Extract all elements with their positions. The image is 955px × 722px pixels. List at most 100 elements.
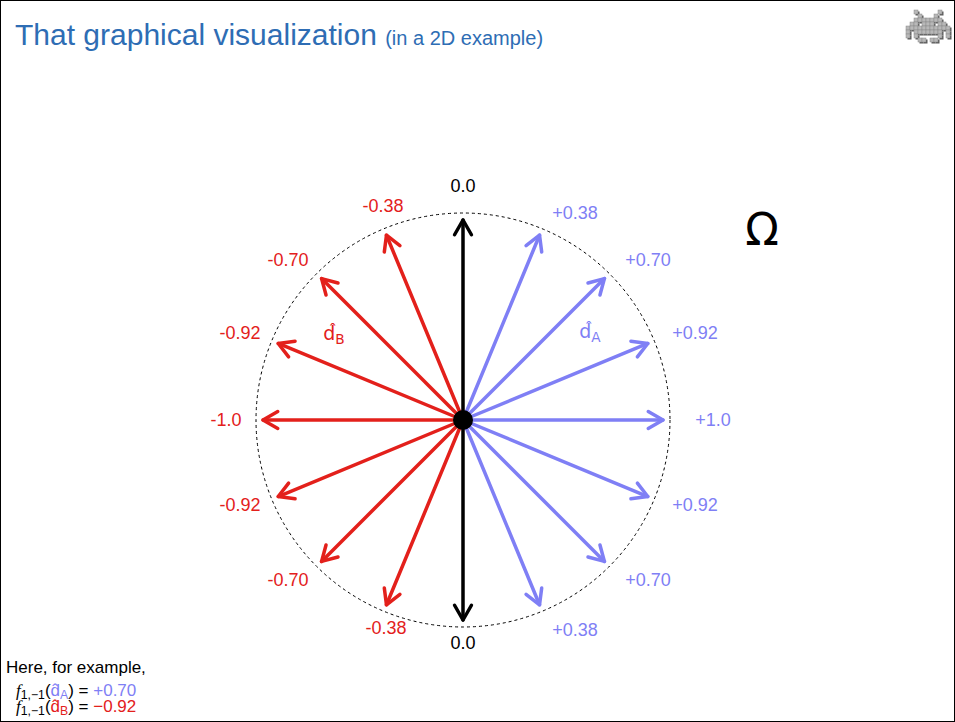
value-label: -0.92 — [219, 495, 260, 516]
pixel — [930, 22, 934, 26]
pixel — [922, 30, 926, 34]
direction-arrow — [463, 343, 648, 420]
value-label: 0.0 — [450, 176, 475, 197]
direction-arrow — [461, 420, 465, 620]
pixel — [914, 22, 918, 26]
pixel — [938, 10, 942, 14]
pixel — [906, 34, 910, 38]
value-label: +0.70 — [625, 570, 671, 591]
pixel — [930, 18, 934, 22]
vector-label: d̂B — [323, 323, 344, 348]
arrow-head — [384, 588, 400, 605]
value-label: +1.0 — [695, 410, 731, 431]
pixel — [910, 22, 914, 26]
pixel — [934, 30, 938, 34]
vector-label: d̂A — [579, 321, 600, 346]
set-symbol: Ω — [745, 205, 779, 256]
note-text: Here, for example, — [6, 658, 146, 678]
formula-text: f1,−1(d̂B) = −0.92 — [16, 697, 136, 718]
arrow-head — [588, 279, 604, 295]
direction-arrow — [322, 420, 463, 561]
direction-arrows — [263, 220, 663, 620]
value-label: +0.92 — [672, 323, 718, 344]
pixel — [934, 14, 938, 18]
arrow-head — [322, 545, 338, 561]
value-label: -0.70 — [267, 570, 308, 591]
value-label: -1.0 — [210, 410, 241, 431]
pixel — [934, 38, 938, 42]
pixel — [926, 18, 930, 22]
direction-arrow — [463, 279, 604, 420]
direction-arrow — [278, 343, 463, 420]
pixel — [906, 26, 910, 30]
arrow-head — [648, 412, 663, 429]
pixel — [942, 22, 946, 26]
pixel — [918, 38, 922, 42]
pixel — [910, 26, 914, 30]
value-label: -0.70 — [267, 250, 308, 271]
pixel — [938, 34, 942, 38]
arrow-head — [278, 341, 295, 357]
arrow-head — [263, 412, 278, 429]
arrow-head — [526, 588, 542, 605]
pixel — [914, 26, 918, 30]
value-label: -0.92 — [219, 323, 260, 344]
arrow-head — [631, 483, 648, 499]
value-label: -0.38 — [362, 196, 403, 217]
direction-arrow — [461, 220, 465, 420]
arrow-head — [588, 545, 604, 561]
origin-dot — [453, 410, 473, 430]
pixel — [922, 22, 926, 26]
pixel — [914, 10, 918, 14]
pixel — [926, 22, 930, 26]
arrow-head — [278, 483, 295, 499]
pixel — [922, 18, 926, 22]
pixel — [918, 18, 922, 22]
pixel — [922, 38, 926, 42]
arrow-head — [455, 220, 472, 235]
pixel — [946, 30, 950, 34]
pixel — [938, 26, 942, 30]
pixel — [906, 30, 910, 34]
value-label: -0.38 — [365, 618, 406, 639]
pixel — [946, 26, 950, 30]
direction-arrow — [463, 420, 540, 605]
pixel — [914, 18, 918, 22]
arrow-head — [455, 605, 472, 620]
space-invader-icon — [906, 10, 952, 44]
value-label: +0.70 — [625, 250, 671, 271]
pixel — [930, 38, 934, 42]
pixel — [934, 18, 938, 22]
pixel — [930, 30, 934, 34]
pixel — [926, 26, 930, 30]
direction-arrow — [263, 418, 463, 422]
direction-arrow — [463, 420, 604, 561]
pixel — [914, 34, 918, 38]
value-label: +0.38 — [552, 620, 598, 641]
pixel — [934, 26, 938, 30]
pixel — [918, 30, 922, 34]
arrow-head — [322, 279, 338, 295]
slide-title: That graphical visualization (in a 2D ex… — [15, 18, 543, 53]
pixel — [926, 30, 930, 34]
arrow-head — [384, 235, 400, 252]
value-label: +0.38 — [552, 203, 598, 224]
arrow-head — [526, 235, 542, 252]
value-label: +0.92 — [672, 495, 718, 516]
arrow-head — [631, 341, 648, 357]
unit-circle — [256, 213, 670, 627]
pixel — [922, 26, 926, 30]
pixel — [946, 34, 950, 38]
pixel — [938, 30, 942, 34]
pixel — [938, 22, 942, 26]
pixel — [918, 14, 922, 18]
value-label: 0.0 — [450, 633, 475, 654]
pixel — [942, 26, 946, 30]
direction-arrow — [463, 418, 663, 422]
pixel — [930, 26, 934, 30]
pixel — [914, 30, 918, 34]
pixel — [918, 26, 922, 30]
